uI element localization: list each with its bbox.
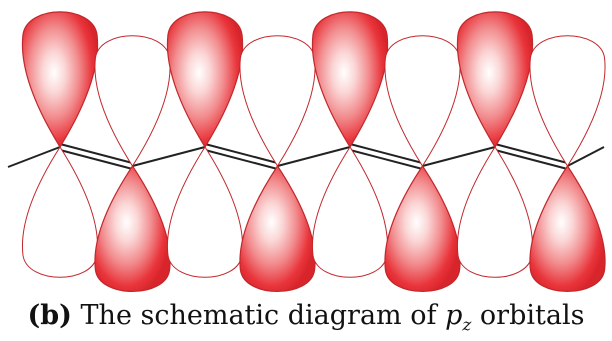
pz-orbital-lobe-unshaded-icon <box>457 147 532 277</box>
orbital-lobes <box>22 12 605 292</box>
pz-orbital-lobe-shaded-icon <box>167 12 242 147</box>
pz-orbital-lobe-unshaded-icon <box>312 147 387 277</box>
bond-lines <box>8 144 604 169</box>
pz-orbital-lobe-shaded-icon <box>95 166 170 291</box>
pz-orbital-lobe-shaded-icon <box>530 166 605 291</box>
pz-orbital-diagram <box>0 0 612 300</box>
caption-subscript: z <box>462 315 471 335</box>
pz-orbital-lobe-shaded-icon <box>385 166 460 291</box>
single-bond-line-icon <box>278 147 351 166</box>
pz-orbital-lobe-shaded-icon <box>457 12 532 147</box>
pz-orbital-lobe-unshaded-icon <box>530 36 605 166</box>
pz-orbital-lobe-shaded-icon <box>22 12 97 147</box>
figure-caption: (b) The schematic diagram of pz orbitals <box>0 300 612 335</box>
pz-orbital-lobe-unshaded-icon <box>167 147 242 277</box>
caption-label: (b) <box>28 300 72 331</box>
pz-orbital-lobe-shaded-icon <box>240 166 315 291</box>
caption-symbol: p <box>445 300 462 331</box>
caption-text-end: orbitals <box>471 300 584 331</box>
caption-text: The schematic diagram of <box>72 300 445 331</box>
pz-orbital-lobe-shaded-icon <box>312 12 387 147</box>
pz-orbital-lobe-unshaded-icon <box>22 147 97 277</box>
pz-orbital-lobe-unshaded-icon <box>385 36 460 166</box>
single-bond-line-icon <box>133 147 206 166</box>
single-bond-line-icon <box>423 147 496 166</box>
pz-orbital-lobe-unshaded-icon <box>240 36 315 166</box>
pz-orbital-lobe-unshaded-icon <box>95 36 170 166</box>
